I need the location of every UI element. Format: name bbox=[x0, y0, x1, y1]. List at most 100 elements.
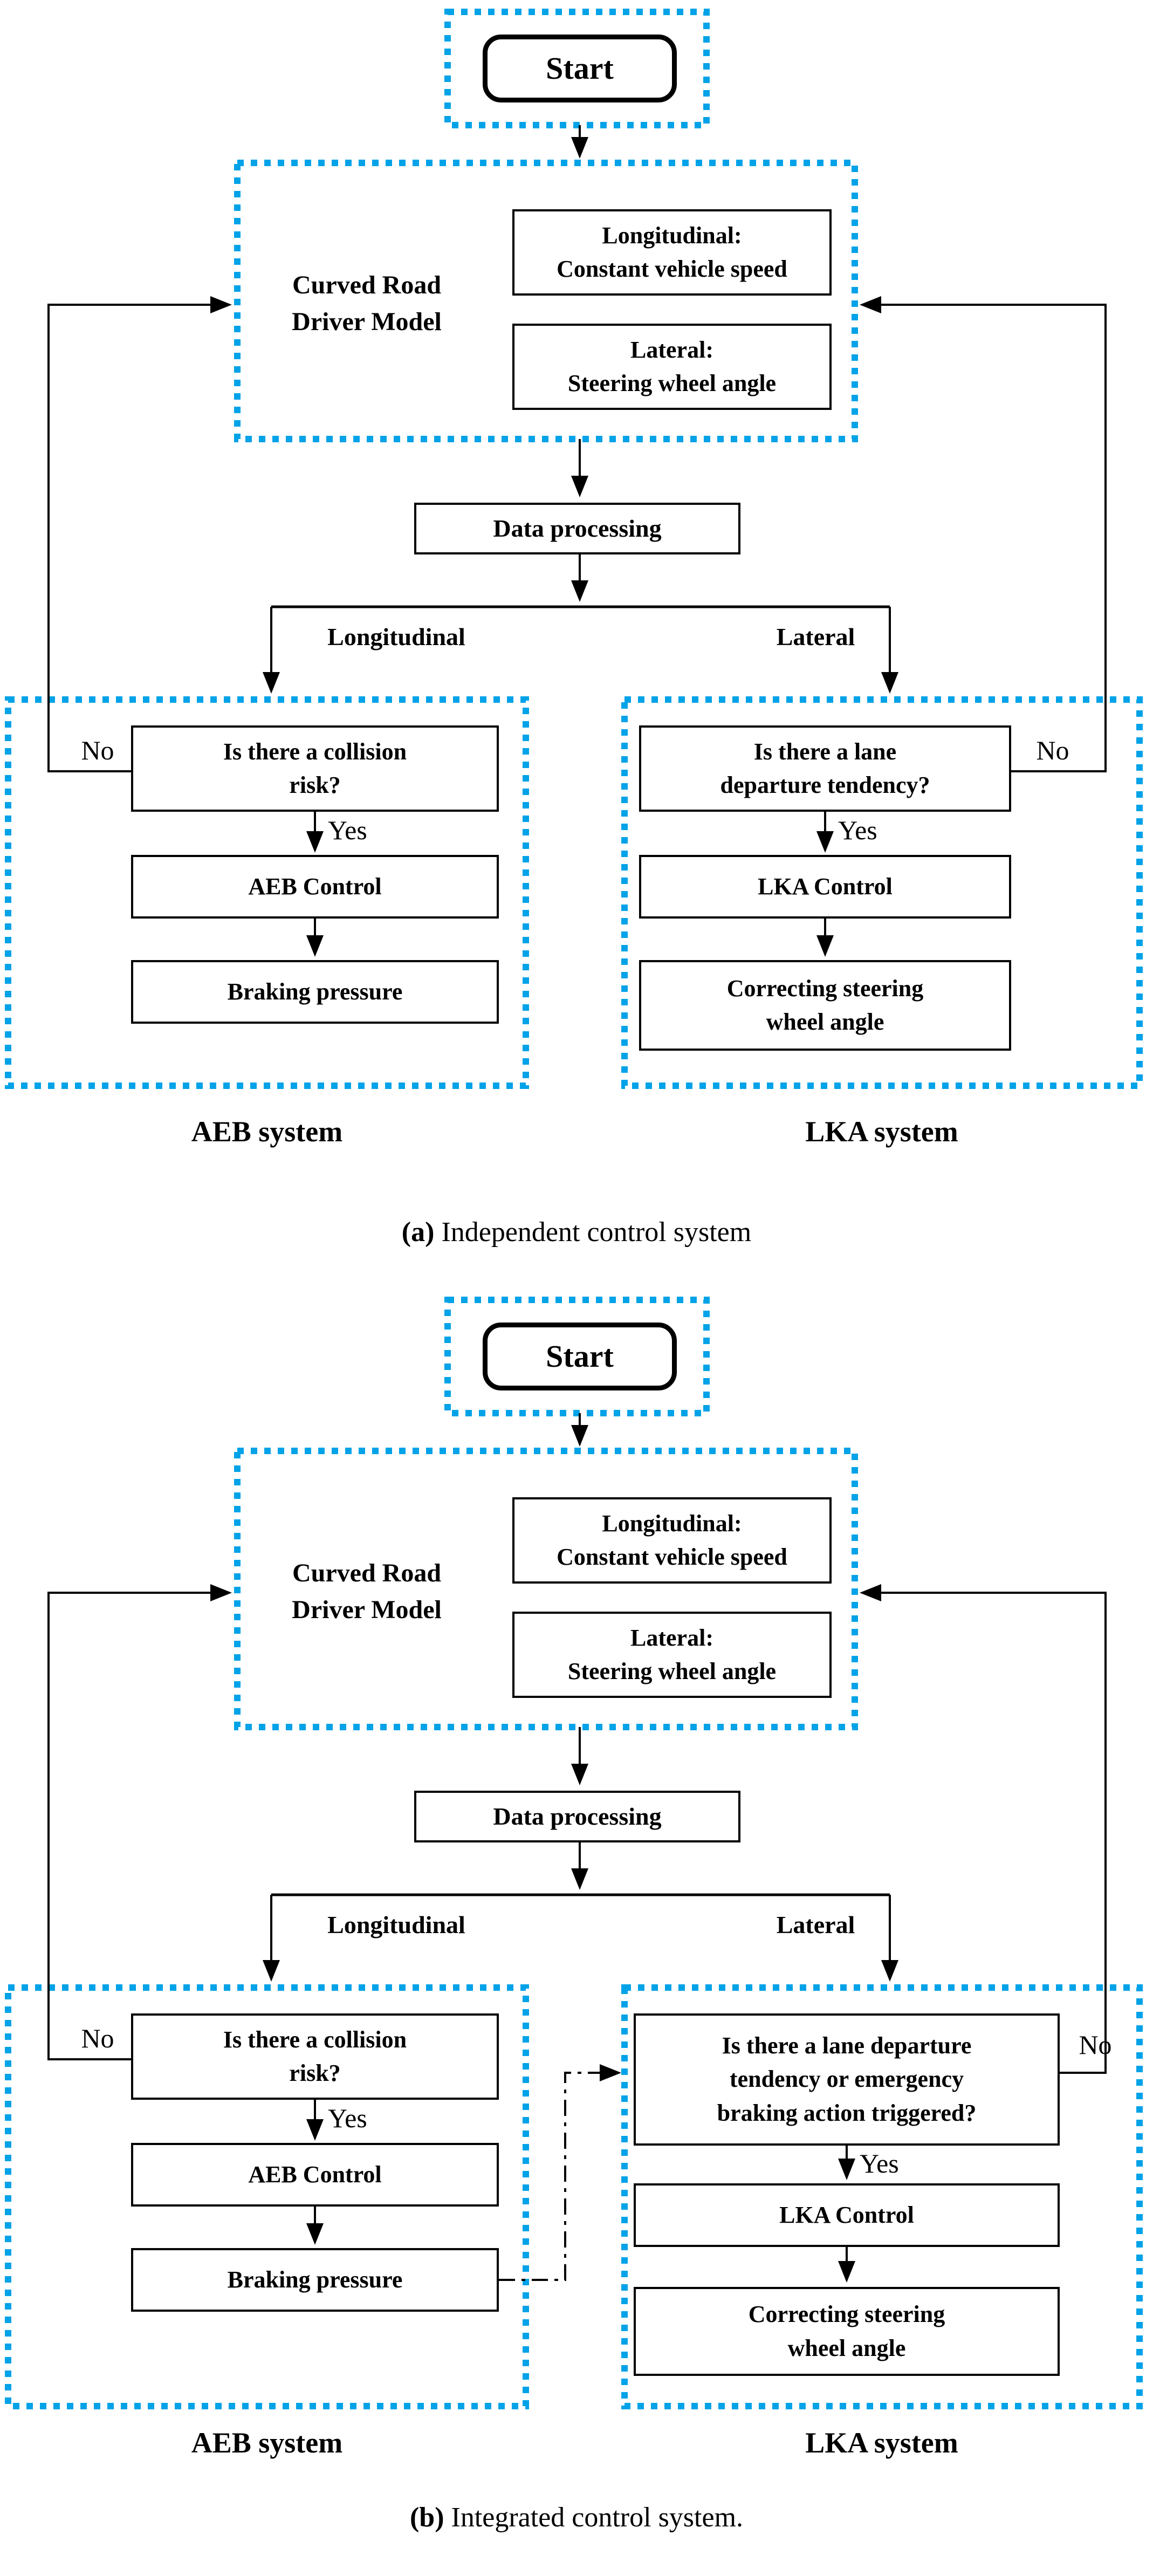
lka-control-label: LKA Control bbox=[779, 2201, 914, 2228]
driver-model-label: Curved Road Driver Model bbox=[245, 256, 488, 351]
lka-control-node: LKA Control bbox=[639, 855, 1011, 919]
start-node: Start bbox=[483, 1323, 677, 1390]
lka-output-node: Correcting steering wheel angle bbox=[639, 960, 1011, 1051]
aeb-question-line1: Is there a collision bbox=[223, 738, 407, 765]
driver-frame-dotted bbox=[234, 1448, 858, 1730]
lka-question-line2: tendency or emergency bbox=[729, 2066, 964, 2093]
caption-b: (b) Integrated control system. bbox=[0, 2502, 1153, 2533]
diagram-independent-control: Start Curved Road Driver Model Longitudi… bbox=[0, 9, 1153, 1248]
lka-output-line2: wheel angle bbox=[766, 1009, 884, 1035]
aeb-control-label: AEB Control bbox=[248, 873, 382, 900]
aeb-system-text: AEB system bbox=[191, 1115, 343, 1148]
lka-frame-dotted bbox=[621, 696, 1143, 1089]
lka-no-label: No bbox=[1021, 734, 1085, 767]
start-frame-dotted bbox=[444, 1297, 710, 1416]
caption-b-text: Integrated control system. bbox=[444, 2502, 744, 2533]
longitudinal-input-node: Longitudinal: Constant vehicle speed bbox=[512, 209, 832, 296]
aeb-no-label: No bbox=[66, 2022, 129, 2055]
aeb-control-node: AEB Control bbox=[131, 2143, 499, 2207]
aeb-system-text: AEB system bbox=[191, 2427, 343, 2459]
lka-question-line3: braking action triggered? bbox=[717, 2099, 977, 2126]
lka-question-line1: Is there a lane departure bbox=[722, 2032, 972, 2059]
data-processing-node: Data processing bbox=[414, 503, 740, 554]
aeb-question-node: Is there a collision risk? bbox=[131, 2013, 499, 2100]
lka-system-label: LKA system bbox=[752, 2426, 1011, 2459]
branch-label-lateral: Lateral bbox=[747, 1908, 884, 1942]
lka-system-text: LKA system bbox=[805, 2427, 958, 2459]
lka-output-line1: Correcting steering bbox=[748, 2301, 945, 2328]
lka-yes-text: Yes bbox=[860, 2148, 899, 2178]
connector-layer-a bbox=[5, 9, 1143, 1089]
driver-model-label: Curved Road Driver Model bbox=[245, 1544, 488, 1639]
lka-output-line2: wheel angle bbox=[787, 2334, 906, 2361]
longitudinal-input-line2: Constant vehicle speed bbox=[557, 1544, 787, 1570]
aeb-yes-label: Yes bbox=[328, 813, 409, 847]
aeb-yes-text: Yes bbox=[328, 815, 367, 845]
lka-no-label: No bbox=[1063, 2028, 1127, 2061]
aeb-system-label: AEB system bbox=[138, 2426, 396, 2459]
aeb-output-label: Braking pressure bbox=[227, 2266, 403, 2293]
lka-question-node: Is there a lane departure tendency? bbox=[639, 725, 1011, 812]
aeb-control-label: AEB Control bbox=[248, 2161, 382, 2188]
aeb-system-label: AEB system bbox=[138, 1115, 396, 1148]
branch-label-longitudinal: Longitudinal bbox=[294, 620, 499, 654]
start-frame-dotted bbox=[444, 9, 710, 128]
lka-question-line1: Is there a lane bbox=[753, 738, 897, 765]
lka-question-line2: departure tendency? bbox=[720, 772, 930, 798]
aeb-question-node: Is there a collision risk? bbox=[131, 725, 499, 812]
lateral-input-node: Lateral: Steering wheel angle bbox=[512, 324, 832, 410]
branch-label-lateral-text: Lateral bbox=[776, 622, 855, 650]
aeb-no-text: No bbox=[81, 735, 114, 765]
connector-layer-b bbox=[5, 1297, 1143, 2409]
lateral-input-line2: Steering wheel angle bbox=[567, 1658, 777, 1684]
aeb-yes-label: Yes bbox=[328, 2101, 409, 2135]
aeb-no-text: No bbox=[81, 2023, 114, 2053]
driver-frame-dotted bbox=[234, 160, 858, 442]
aeb-output-node: Braking pressure bbox=[131, 2248, 499, 2312]
lka-no-text: No bbox=[1036, 735, 1069, 765]
diagram-integrated-control: Start Curved Road Driver Model Longitudi… bbox=[0, 1288, 1153, 2576]
data-processing-node: Data processing bbox=[414, 1791, 740, 1842]
caption-b-index: (b) bbox=[409, 2502, 444, 2533]
lateral-input-node: Lateral: Steering wheel angle bbox=[512, 1612, 832, 1698]
aeb-output-node: Braking pressure bbox=[131, 960, 499, 1024]
branch-label-longitudinal: Longitudinal bbox=[294, 1908, 499, 1942]
longitudinal-input-line1: Longitudinal: bbox=[602, 222, 742, 249]
no-feedback-left-line bbox=[47, 296, 232, 772]
lka-frame-dotted bbox=[621, 1984, 1143, 2409]
lka-system-text: LKA system bbox=[805, 1115, 958, 1148]
lateral-input-line1: Lateral: bbox=[630, 336, 713, 363]
start-label: Start bbox=[546, 50, 614, 86]
data-processing-label: Data processing bbox=[493, 515, 662, 543]
branch-label-longitudinal-text: Longitudinal bbox=[327, 622, 465, 650]
driver-model-label-line2: Driver Model bbox=[292, 1595, 442, 1624]
no-feedback-right-line bbox=[860, 296, 1107, 772]
aeb-no-label: No bbox=[66, 734, 129, 767]
dashdot-brake-to-lka-line bbox=[499, 2064, 621, 2281]
longitudinal-input-line1: Longitudinal: bbox=[602, 1510, 742, 1537]
lka-no-text: No bbox=[1079, 2030, 1112, 2060]
driver-model-label-line1: Curved Road bbox=[292, 1559, 442, 1588]
lateral-input-line1: Lateral: bbox=[630, 1624, 713, 1651]
aeb-output-label: Braking pressure bbox=[227, 978, 403, 1005]
caption-a: (a) Independent control system bbox=[0, 1216, 1153, 1248]
aeb-frame-dotted bbox=[5, 696, 529, 1089]
lka-control-node: LKA Control bbox=[634, 2183, 1060, 2247]
lka-system-label: LKA system bbox=[752, 1115, 1011, 1148]
branch-label-lateral-text: Lateral bbox=[776, 1910, 855, 1938]
driver-model-label-line2: Driver Model bbox=[292, 307, 442, 336]
start-label: Start bbox=[546, 1338, 614, 1374]
no-feedback-left-line bbox=[47, 1584, 232, 2060]
lka-output-line1: Correcting steering bbox=[726, 975, 924, 1002]
aeb-control-node: AEB Control bbox=[131, 855, 499, 919]
aeb-question-line2: risk? bbox=[289, 2060, 341, 2086]
lateral-input-line2: Steering wheel angle bbox=[567, 370, 777, 396]
lka-yes-label: Yes bbox=[838, 813, 919, 847]
caption-a-index: (a) bbox=[401, 1217, 435, 1248]
start-node: Start bbox=[483, 35, 677, 102]
lka-output-node: Correcting steering wheel angle bbox=[634, 2287, 1060, 2376]
lka-question-node: Is there a lane departure tendency or em… bbox=[634, 2013, 1060, 2146]
aeb-yes-text: Yes bbox=[328, 2103, 367, 2133]
lka-yes-text: Yes bbox=[838, 815, 877, 845]
